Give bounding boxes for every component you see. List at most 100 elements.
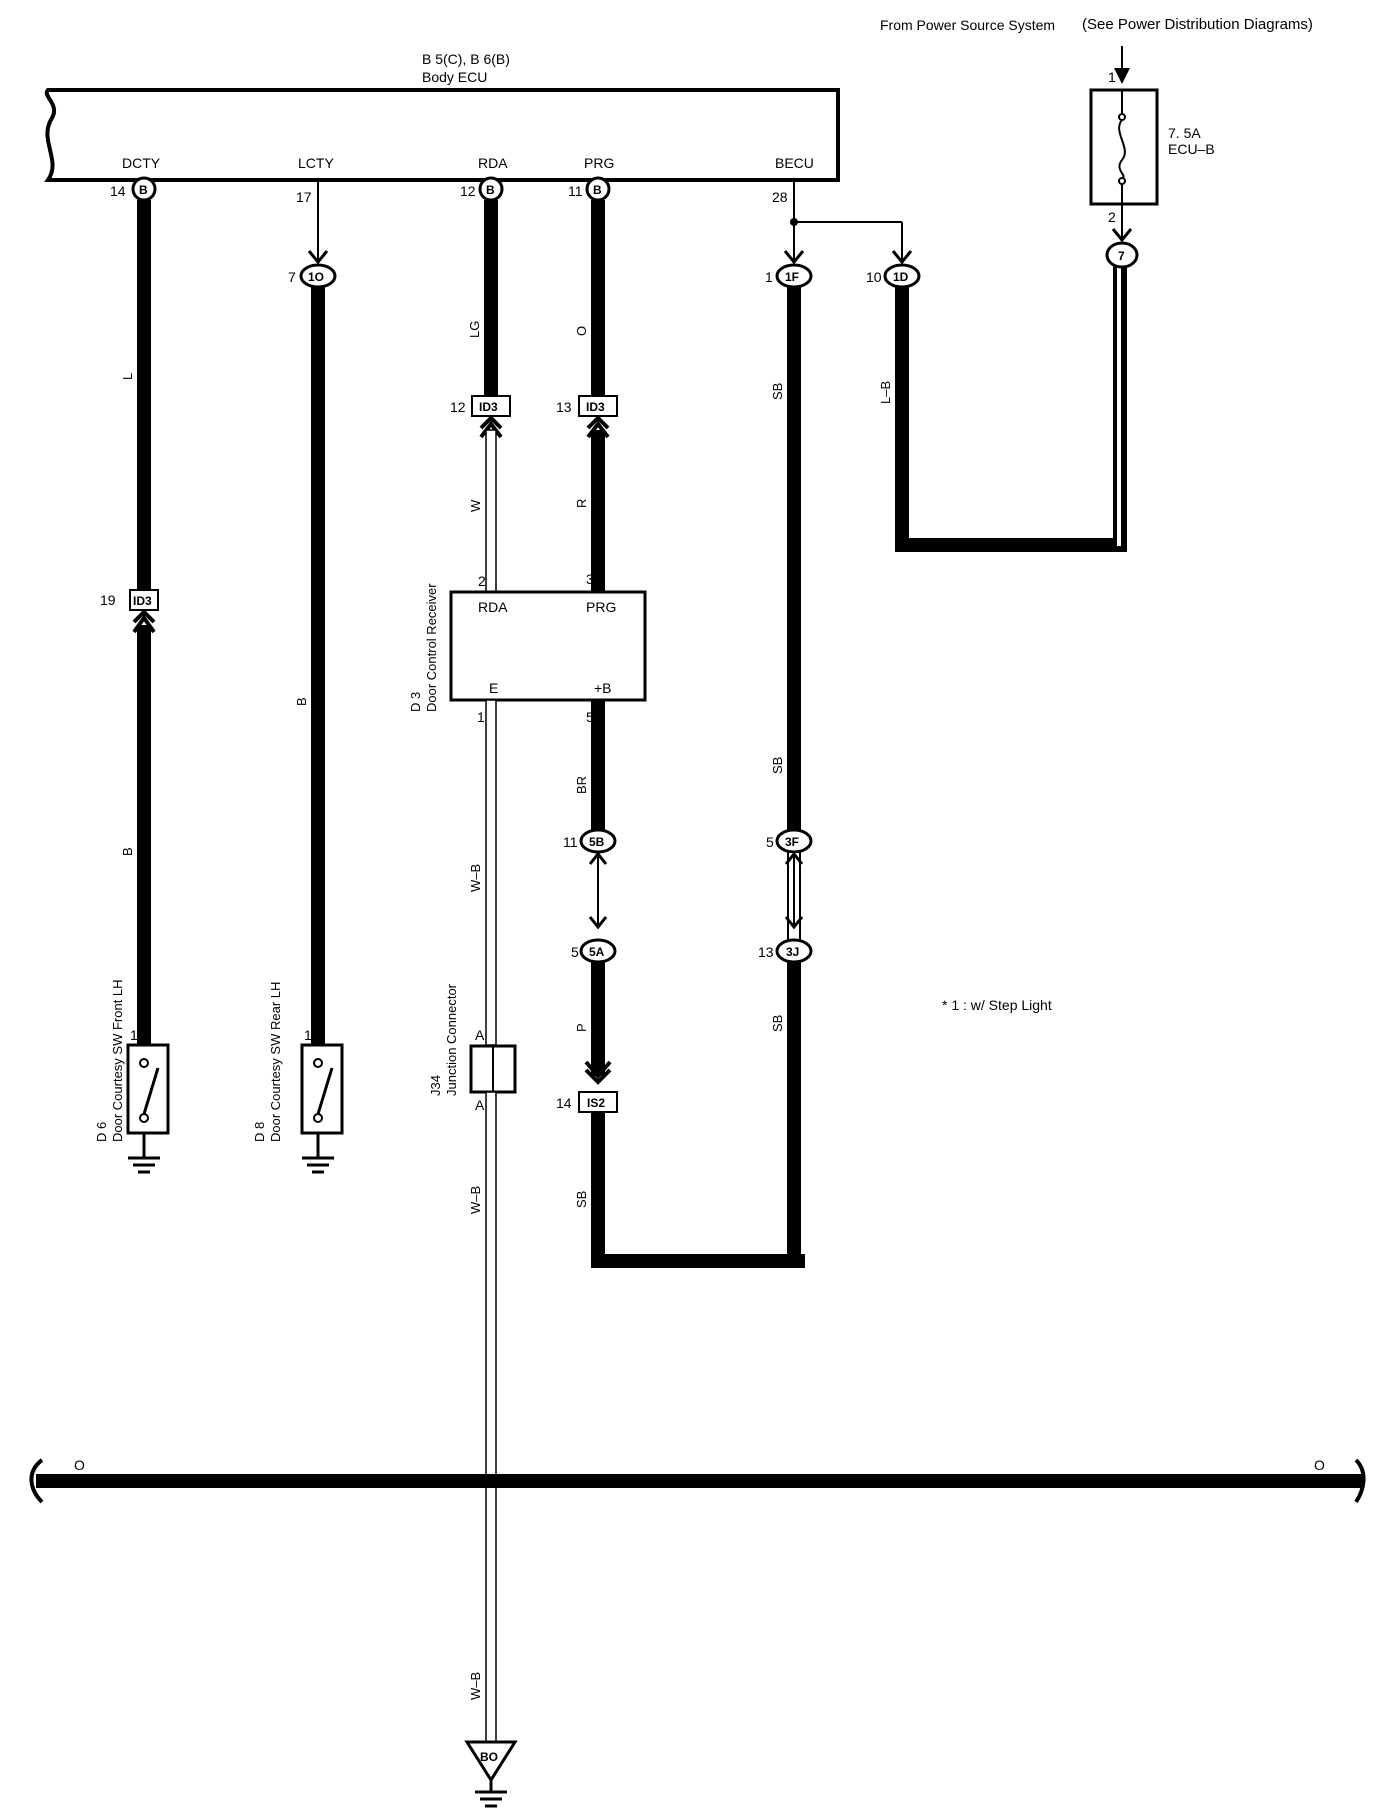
ecu-pin-28: 28	[772, 189, 788, 205]
wire-color-rda-top: LG	[467, 321, 482, 338]
switch-d6-id: D 6	[94, 1122, 109, 1142]
switch-d8-pin: 1	[304, 1027, 312, 1043]
wire-prg-mid	[591, 430, 605, 592]
wire-dcty-bottom	[137, 625, 151, 1045]
ecu-pin-11: 11	[568, 183, 583, 199]
receiver-pin-prg: 3	[586, 571, 594, 587]
connector-id3-rda-code: ID3	[479, 400, 498, 414]
ground-point-bo	[464, 1740, 518, 1783]
wire-color-prg-mid: R	[574, 499, 589, 508]
wire-color-dcty-top: L	[120, 373, 135, 380]
wire-color-rda-bottom-1: W–B	[468, 864, 483, 892]
door-control-receiver-box	[449, 590, 647, 702]
wire-lb	[895, 276, 909, 544]
connector-5b-pin: 11	[563, 834, 578, 850]
switch-d8-blade	[316, 1067, 334, 1115]
junction-connector-name: Junction Connector	[444, 983, 459, 1096]
wire-rda-top	[484, 200, 498, 398]
plug-mark-5a	[588, 916, 608, 930]
ecu-connector-dcty	[131, 176, 157, 202]
wire-color-lcty: B	[294, 697, 309, 706]
switch-d8-contact-top	[313, 1058, 323, 1068]
receiver-name: Door Control Receiver	[424, 583, 439, 712]
receiver-pin-e: 1	[477, 709, 485, 725]
connector-3j-code: 3J	[786, 945, 799, 959]
wire-prg-bottom	[591, 700, 605, 840]
plug-mark-rda	[479, 415, 503, 439]
plug-mark-1f	[783, 250, 805, 265]
wire-color-lb: L–B	[878, 381, 893, 404]
fuse-rating: 7. 5A	[1168, 125, 1201, 141]
plug-mark-5b	[588, 851, 608, 865]
ecu-connector-dcty-code: B	[139, 183, 148, 197]
ground-point-bo-label: BO	[480, 1750, 498, 1764]
switch-d6-contact-top	[139, 1058, 149, 1068]
ecu-name: Body ECU	[422, 69, 487, 85]
power-source-label: From Power Source System	[880, 17, 1055, 33]
connector-id3-dcty-pin: 19	[100, 592, 116, 608]
switch-d6-blade	[142, 1067, 160, 1115]
junction-7-label: 7	[1118, 249, 1125, 263]
switch-d8-box	[300, 1043, 344, 1135]
ground-icon	[128, 1156, 160, 1174]
power-source-see-label: (See Power Distribution Diagrams)	[1082, 16, 1313, 33]
wire-color-dcty-bottom: B	[120, 847, 135, 856]
ecu-pin-12: 12	[460, 183, 476, 199]
plug-mark-is2	[584, 1060, 612, 1085]
junction-7	[1105, 241, 1139, 269]
wire-color-prg-bottom: BR	[574, 776, 589, 794]
bus-marker-left: O	[74, 1457, 85, 1473]
connector-1f	[775, 263, 813, 289]
connector-5b-code: 5B	[589, 835, 605, 849]
wire-dcty-top	[137, 200, 151, 592]
connector-id3-prg-code: ID3	[586, 400, 605, 414]
ecu-terminal-rda: RDA	[478, 155, 508, 171]
junction-pin-top: A	[475, 1027, 485, 1043]
wire-prg-top	[591, 200, 605, 398]
wire-becu-sb	[787, 276, 801, 1266]
connector-id3-rda-pin: 12	[450, 399, 466, 415]
junction-pin-bottom: A	[475, 1097, 485, 1113]
switch-d8-id: D 8	[252, 1122, 267, 1142]
fuse-pin-top: 1	[1108, 69, 1116, 85]
wire-color-rda-mid: W	[468, 499, 483, 512]
switch-d6-pin: 1	[130, 1027, 138, 1043]
switch-d8-name: Door Courtesy SW Rear LH	[268, 982, 283, 1142]
fuse-terminal-top	[1118, 113, 1126, 121]
connector-1f-code: 1F	[785, 270, 799, 284]
connector-3j-pin: 13	[758, 944, 774, 960]
connector-1o-pin: 7	[288, 269, 296, 285]
connector-3j	[775, 938, 813, 964]
wire-sb-bottom-link	[591, 1254, 805, 1268]
plug-mark-3f	[784, 851, 804, 865]
plug-mark-1d	[891, 250, 913, 265]
bus-break-left	[29, 1458, 44, 1504]
plug-mark-3j	[784, 916, 804, 930]
ecu-pin-14: 14	[110, 183, 126, 199]
wire-rda-bottom-1	[485, 699, 497, 1046]
note-step-light: * 1 : w/ Step Light	[942, 997, 1052, 1013]
wire-prg-sb	[591, 1112, 605, 1268]
wire-color-becu-top: SB	[770, 383, 785, 400]
receiver-pin-rda: 2	[478, 573, 486, 589]
wire-color-becu-bottom: SB	[770, 1015, 785, 1032]
bus-marker-right: O	[1314, 1457, 1325, 1473]
ecu-terminal-lcty: LCTY	[298, 155, 334, 171]
ecu-id: B 5(C), B 6(B)	[422, 51, 510, 67]
connector-1d-pin: 10	[866, 269, 882, 285]
ecu-terminal-becu: BECU	[775, 155, 814, 171]
wire-color-rda-bottom-3: W–B	[468, 1672, 483, 1700]
connector-id3-dcty-code: ID3	[133, 594, 152, 608]
ecu-connector-prg-code: B	[593, 183, 602, 197]
connector-1d	[883, 263, 921, 289]
plug-mark-fuse	[1111, 228, 1133, 243]
receiver-id: D 3	[408, 692, 423, 712]
ecu-connector-rda	[478, 176, 504, 202]
connector-id3-prg-pin: 13	[556, 399, 572, 415]
connector-is2-code: IS2	[587, 1096, 605, 1110]
switch-d6-name: Door Courtesy SW Front LH	[110, 979, 125, 1142]
receiver-pin-b: 5	[586, 709, 594, 725]
wire-lb-bottom	[895, 538, 1125, 552]
wire-color-prg-sb: SB	[574, 1191, 589, 1208]
